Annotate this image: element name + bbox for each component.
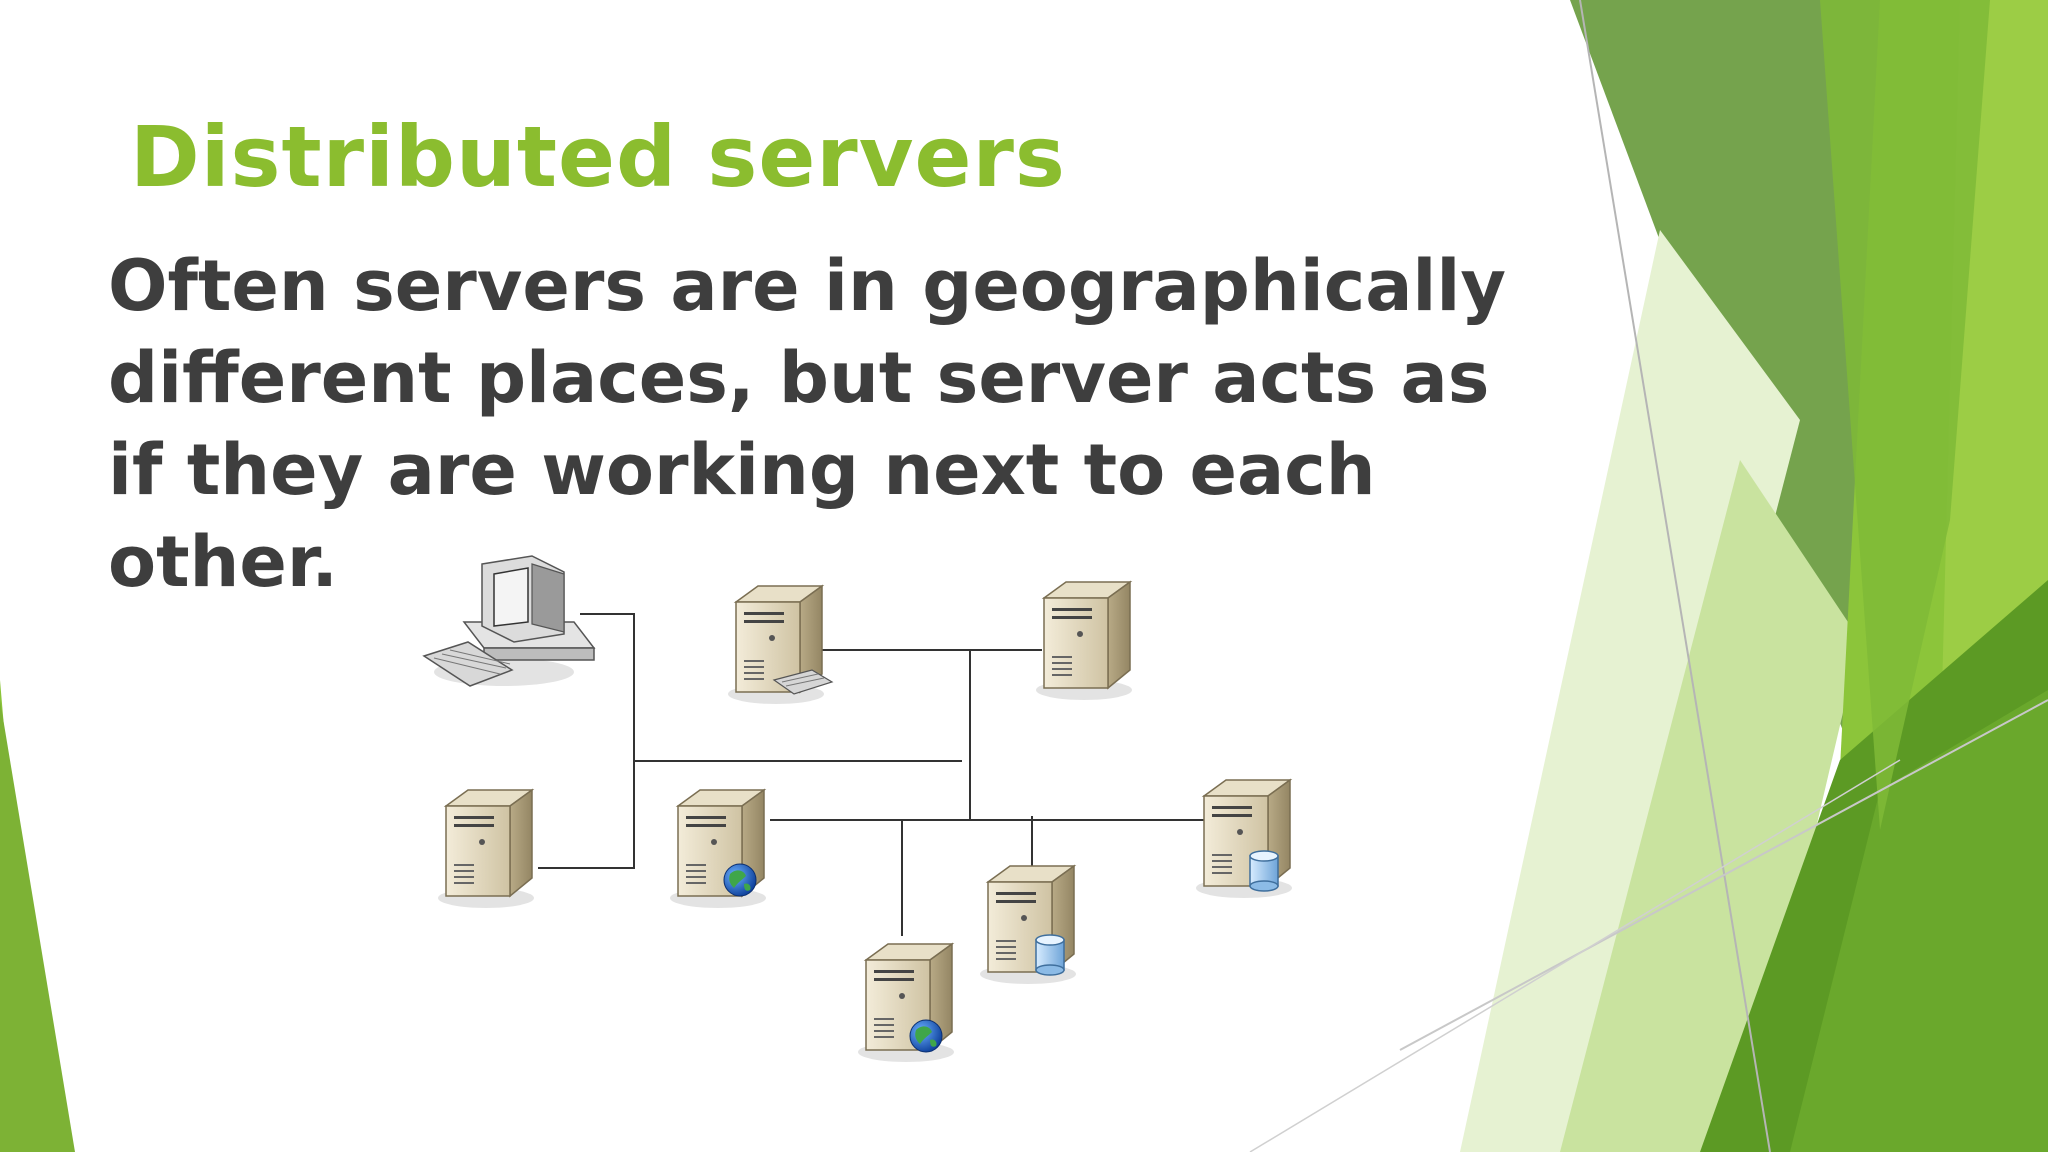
right-facet-pale — [1560, 460, 1860, 1152]
left-green-strip-accent — [0, 700, 75, 1152]
right-facet-shade — [1790, 690, 2048, 1152]
network-links — [538, 613, 1212, 936]
server-with-globe-icon — [857, 943, 955, 1063]
link-client-to-backbone — [538, 613, 635, 869]
desktop-computer-icon — [422, 555, 596, 687]
thin-accent-line-2 — [1399, 699, 2048, 1051]
server-with-globe-icon — [669, 789, 767, 909]
slide-title: Distributed servers — [130, 108, 1066, 206]
server-with-printer-icon — [727, 585, 834, 705]
thin-accent-line-3 — [1249, 759, 1901, 1152]
thin-accent-line-1 — [1579, 0, 1771, 1152]
server-icon — [437, 789, 535, 909]
slide-body-text: Often servers are in geographically diff… — [108, 245, 1507, 603]
server-with-database-icon — [1195, 779, 1293, 899]
right-facet-top-bright — [1820, 0, 1990, 830]
server-with-database-icon — [979, 865, 1077, 985]
right-facet-light — [1460, 230, 1800, 1152]
server-icon — [1035, 581, 1133, 701]
